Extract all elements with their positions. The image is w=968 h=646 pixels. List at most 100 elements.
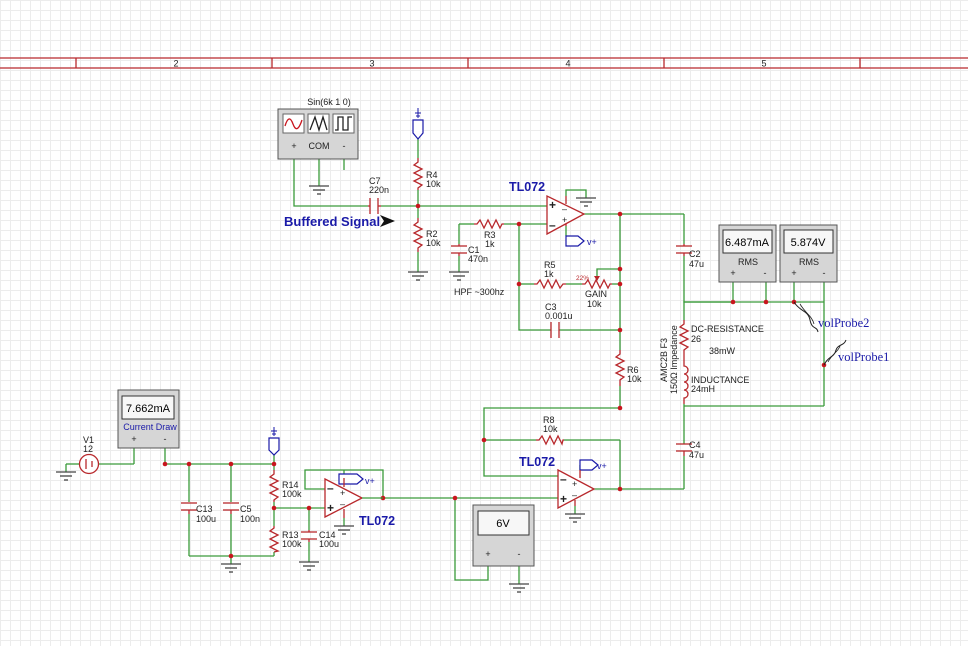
opamp-1-name: TL072: [509, 180, 545, 194]
c7-value: 220n: [369, 185, 389, 195]
rms-voltage-mode: RMS: [799, 257, 819, 267]
r3-value: 1k: [485, 239, 495, 249]
function-generator[interactable]: Sin(6k 1 0) + COM -: [277, 97, 359, 160]
capacitor-c7[interactable]: C7 220n: [368, 176, 389, 214]
buffered-signal-label: Buffered Signal: [284, 214, 380, 229]
dcr-ref: DC-RESISTANCE: [691, 324, 764, 334]
rms-voltage-value: 5.874V: [791, 237, 827, 249]
resistor-r13[interactable]: R13 100k: [268, 526, 302, 553]
current-draw-meter[interactable]: 7.662mA Current Draw + -: [117, 389, 180, 449]
c13-value: 100u: [196, 514, 216, 524]
c3-ref: C3: [545, 302, 557, 312]
resistor-r6[interactable]: R6 10k: [614, 350, 642, 386]
resistor-r8[interactable]: R8 10k: [536, 415, 564, 446]
opamp-2-name: TL072: [519, 455, 555, 469]
junctions: [162, 203, 827, 559]
r8-value: 10k: [543, 424, 558, 434]
svg-text:–: –: [340, 499, 345, 509]
capacitor-c4[interactable]: C4 47u: [676, 440, 704, 460]
wires: [65, 138, 825, 584]
resistor-r5[interactable]: R5 1k: [534, 260, 566, 290]
v1-ref: V1: [83, 435, 94, 445]
ground-icon: [334, 525, 354, 535]
r5-ref: R5: [544, 260, 556, 270]
c1-value: 470n: [468, 254, 488, 264]
ground-icon: [576, 197, 596, 207]
ground-symbols: [56, 185, 596, 593]
opamp-3[interactable]: – + + – TL072: [324, 477, 395, 528]
vplus-label: v+: [365, 476, 375, 486]
c14-value: 100u: [319, 539, 339, 549]
speaker-model[interactable]: DC-RESISTANCE 26 38mW INDUCTANCE 24mH AM…: [659, 320, 764, 404]
opamp-3-name: TL072: [359, 514, 395, 528]
triangle-wave-icon: [309, 114, 328, 133]
vplus-label: v+: [587, 237, 597, 247]
opamp-1[interactable]: + – – + TL072: [509, 180, 586, 236]
c5-value: 100n: [240, 514, 260, 524]
voltage-probe-1[interactable]: volProbe1: [823, 339, 889, 366]
sheet-border: 2 3 4 5: [0, 57, 968, 69]
voltage-source-v1[interactable]: V1 12: [78, 435, 100, 475]
capacitor-c13[interactable]: C13 100u: [181, 502, 216, 524]
capacitor-c3[interactable]: C3 0.001u: [545, 302, 573, 338]
ground-icon: [408, 271, 428, 281]
bias-voltage-value: 6V: [496, 518, 510, 530]
r14-ref: R14: [282, 480, 299, 490]
c1-ref: C1: [468, 245, 480, 255]
probe2-label: volProbe2: [818, 316, 869, 330]
potentiometer-gain[interactable]: 22% GAIN 10k: [576, 275, 612, 309]
ground-icon: [56, 471, 76, 481]
opamp-2[interactable]: – + + – TL072: [519, 455, 596, 510]
vcc-icon: [268, 427, 280, 456]
inductance-value: 24mH: [691, 384, 715, 394]
svg-text:+: +: [572, 479, 577, 489]
resistor-r4[interactable]: R4 10k: [412, 158, 441, 190]
inductance-ref: INDUCTANCE: [691, 375, 749, 385]
vplus-connector-icon: v+: [565, 235, 597, 247]
svg-text:–: –: [327, 481, 334, 495]
resistor-r2[interactable]: R2 10k: [412, 218, 441, 252]
rms-voltage-meter[interactable]: 5.874V RMS + -: [779, 224, 838, 283]
voltage-probe-2[interactable]: volProbe2: [793, 301, 869, 333]
r14-value: 100k: [282, 489, 302, 499]
rms-voltage-plus: +: [791, 268, 796, 278]
bias-voltage-plus: +: [485, 549, 490, 559]
ground-icon: [565, 513, 585, 523]
fgen-minus: -: [343, 141, 346, 151]
current-draw-label: Current Draw: [123, 422, 177, 432]
speaker-model-label: AMC2B F3: [659, 338, 669, 382]
c5-ref: C5: [240, 504, 252, 514]
ground-icon: [221, 563, 241, 573]
r6-value: 10k: [627, 374, 642, 384]
rms-current-meter[interactable]: 6.487mA RMS + -: [718, 224, 777, 283]
function-generator-label: Sin(6k 1 0): [307, 97, 351, 107]
fgen-com: COM: [309, 141, 330, 151]
c2-ref: C2: [689, 249, 701, 259]
capacitor-c5[interactable]: C5 100n: [223, 502, 260, 524]
r6-ref: R6: [627, 365, 639, 375]
vplus-label: v+: [597, 461, 607, 471]
resistor-r3[interactable]: R3 1k: [474, 218, 504, 249]
speaker-impedance-label: 150Ω Impedance: [669, 325, 679, 394]
current-draw-value: 7.662mA: [126, 403, 171, 415]
r13-value: 100k: [282, 539, 302, 549]
rms-current-mode: RMS: [738, 257, 758, 267]
capacitor-c2[interactable]: C2 47u: [676, 244, 704, 269]
rms-current-minus: -: [764, 268, 767, 278]
svg-text:–: –: [572, 490, 577, 500]
ground-icon: [309, 185, 329, 195]
capacitor-c14[interactable]: C14 100u: [301, 530, 339, 549]
svg-text:+: +: [327, 501, 334, 515]
capacitor-c1[interactable]: C1 470n: [451, 244, 488, 264]
r4-ref: R4: [426, 170, 438, 180]
gain-percent: 22%: [576, 275, 589, 282]
resistor-r14[interactable]: R14 100k: [268, 470, 302, 502]
fgen-plus: +: [291, 141, 296, 151]
sine-wave-icon: [284, 118, 303, 130]
ground-icon: [449, 271, 469, 281]
bias-voltage-meter[interactable]: 6V + -: [472, 504, 535, 567]
border-col-4: 4: [565, 59, 570, 69]
r8-ref: R8: [543, 415, 555, 425]
